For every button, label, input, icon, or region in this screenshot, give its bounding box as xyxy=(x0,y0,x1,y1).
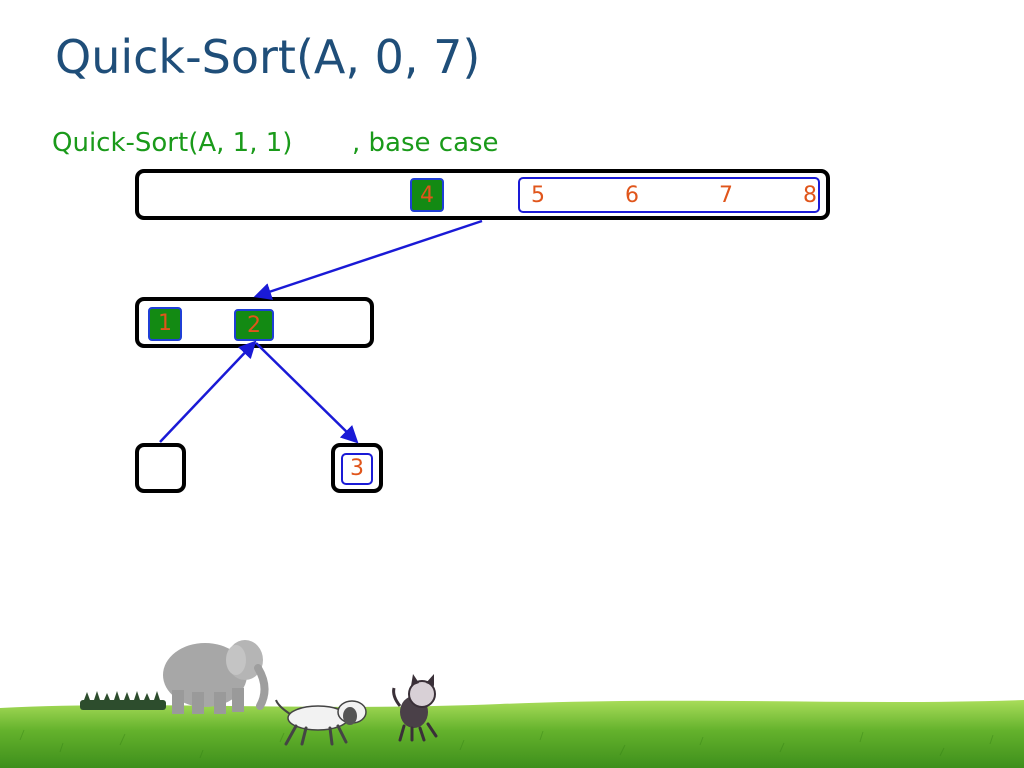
array-value: 7 xyxy=(719,183,733,208)
elephant-icon xyxy=(163,640,269,714)
pivot-cell-middle: 2 xyxy=(234,309,274,341)
right-partition-top xyxy=(518,177,820,213)
arrow-bottom-left-to-middle xyxy=(159,340,257,443)
tree-line xyxy=(80,691,166,710)
recursive-call-label: Quick-Sort(A, 1, 1) xyxy=(52,128,293,158)
arrow-middle-to-bottom-right xyxy=(255,342,359,444)
slide-title: Quick-Sort(A, 0, 7) xyxy=(55,30,481,84)
array-value: 6 xyxy=(625,183,639,208)
pivot-cell-left: 1 xyxy=(148,307,182,341)
array-value: 3 xyxy=(350,456,364,481)
dog-icon xyxy=(275,699,367,746)
pivot-cell-top: 4 xyxy=(410,178,444,212)
arrow-top-to-middle xyxy=(253,219,483,300)
array-value: 5 xyxy=(531,183,545,208)
array-bottom-left-empty xyxy=(135,443,186,493)
array-bottom-right xyxy=(331,443,383,493)
array-value: 8 xyxy=(803,183,817,208)
grass-texture xyxy=(19,729,994,759)
right-partition-bottom xyxy=(341,453,373,485)
cat-icon xyxy=(392,674,438,742)
base-case-label: , base case xyxy=(352,128,499,158)
